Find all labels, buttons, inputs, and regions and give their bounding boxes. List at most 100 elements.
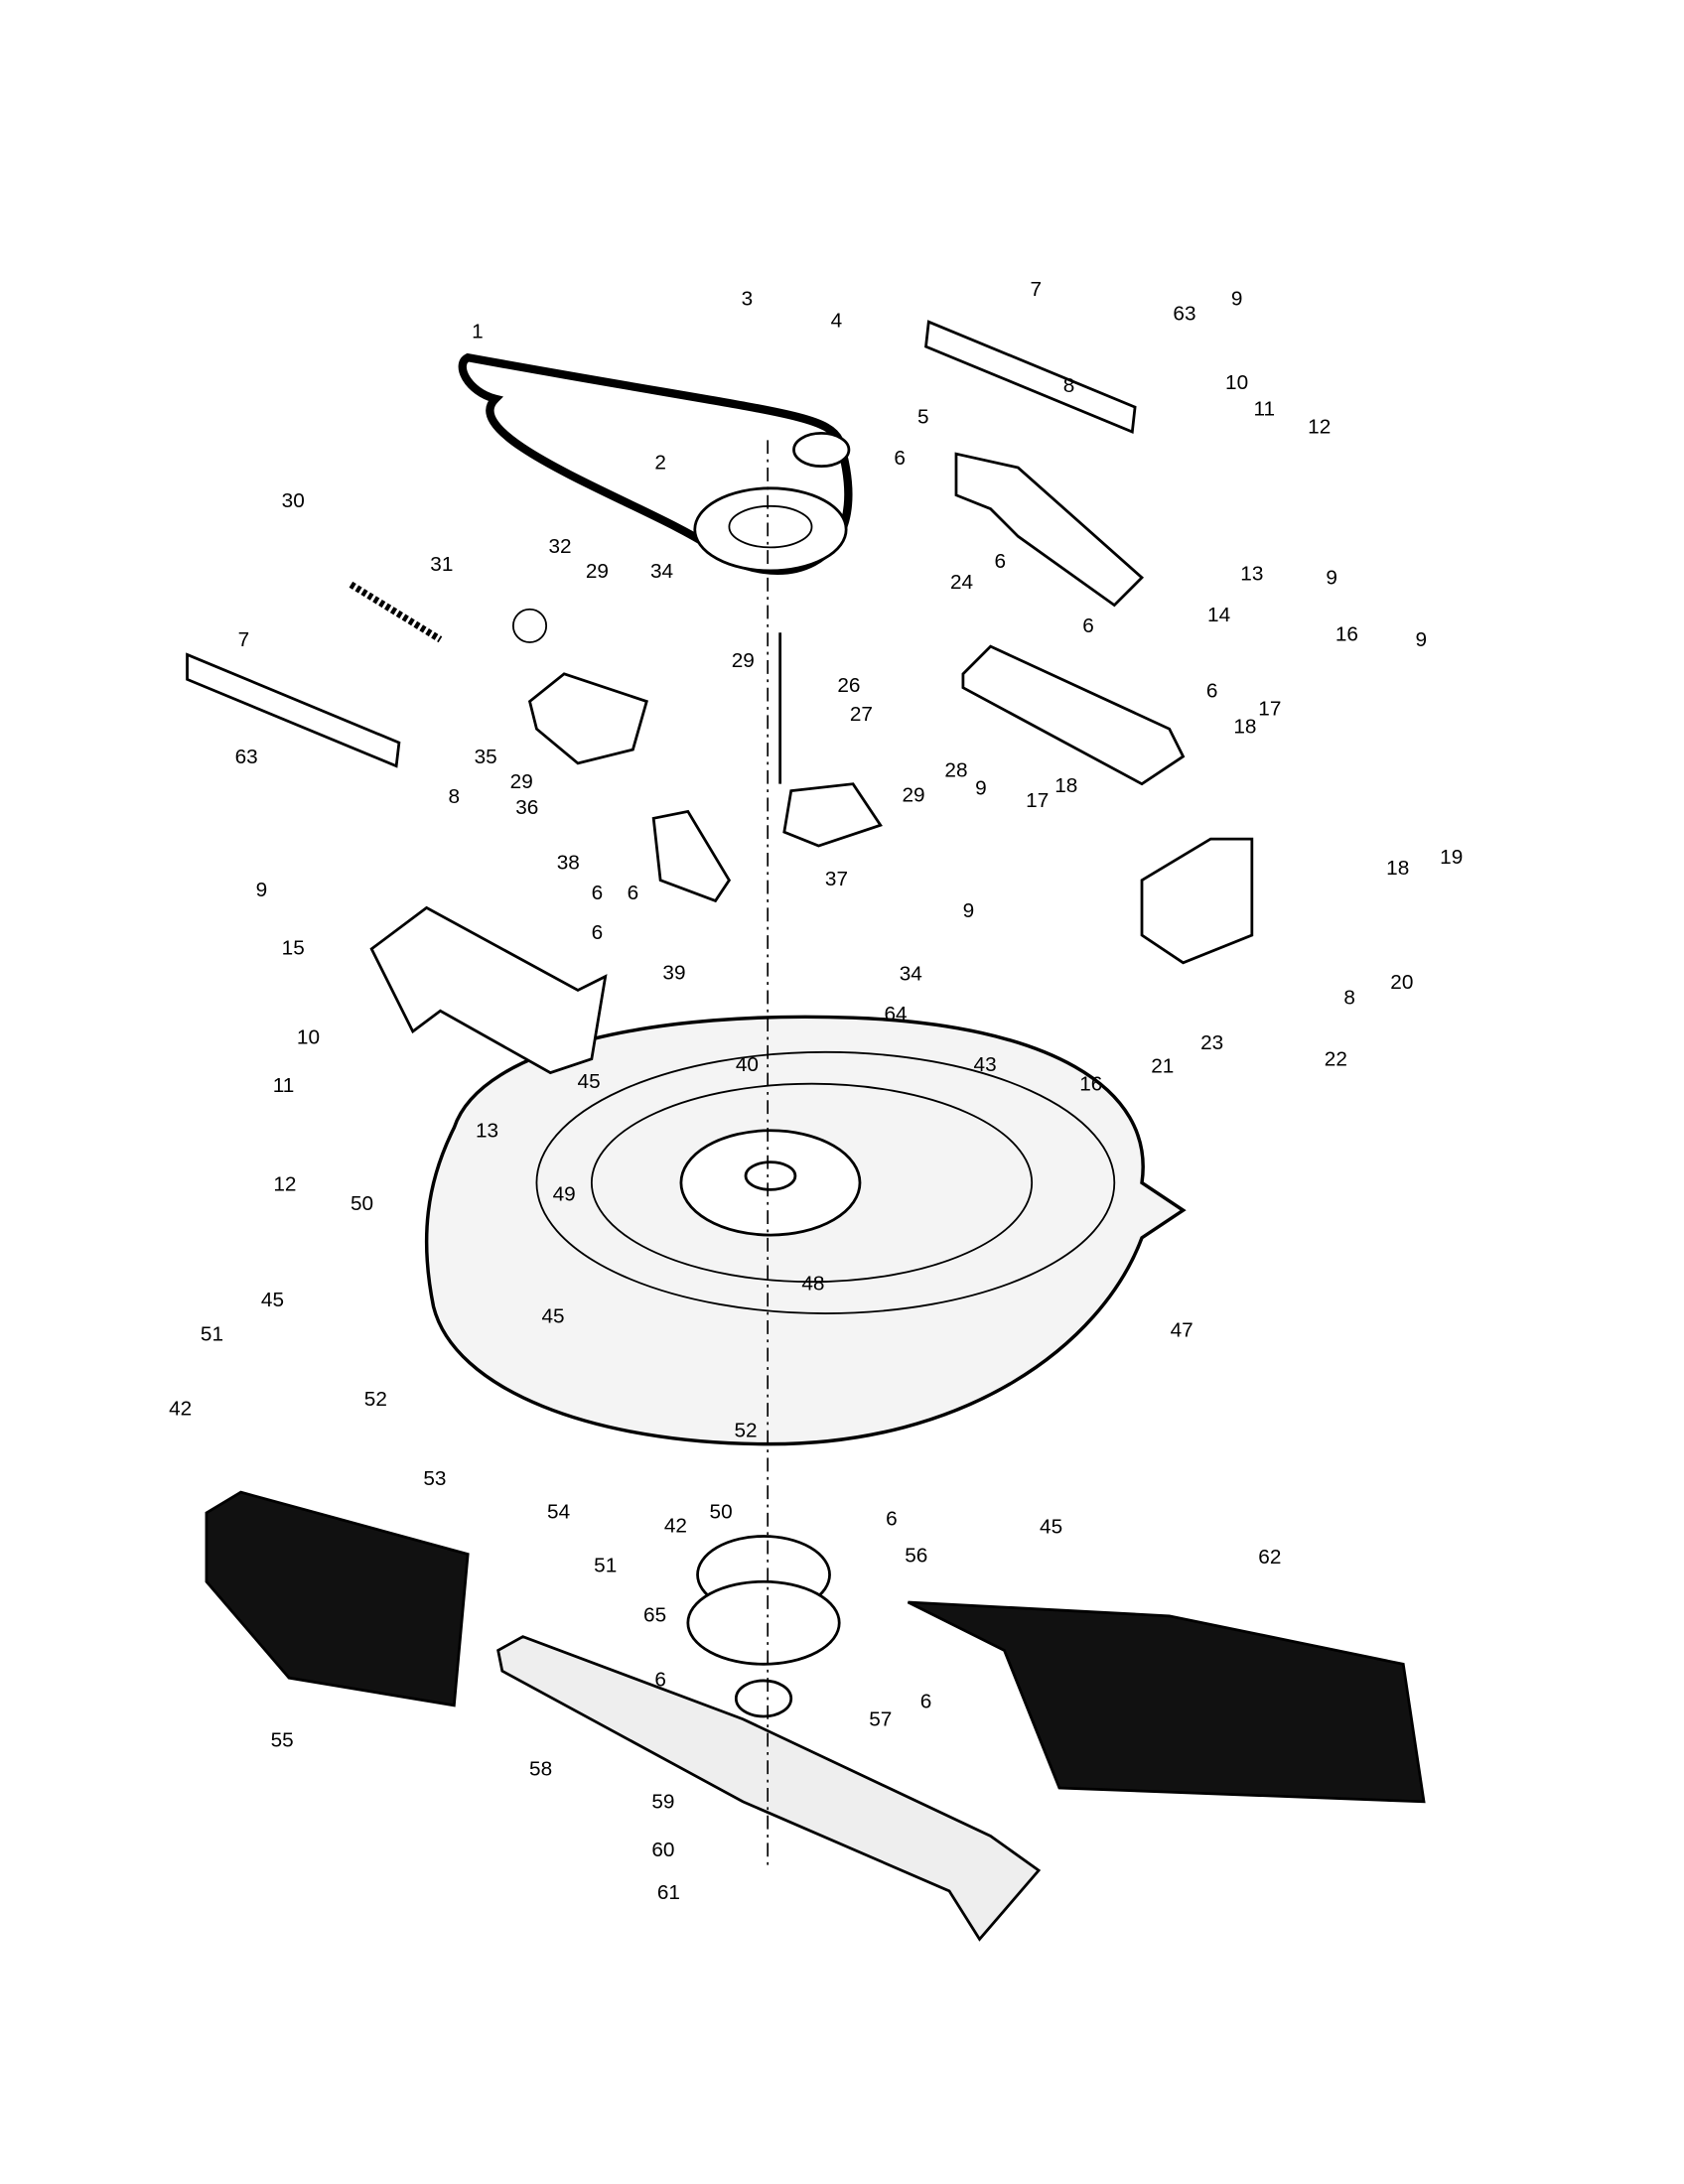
callout-32: 32	[548, 535, 571, 558]
callout-7: 7	[238, 628, 250, 651]
callout-42: 42	[664, 1514, 687, 1537]
callout-9: 9	[1415, 628, 1427, 651]
callout-10: 10	[1225, 371, 1248, 394]
callout-64: 64	[884, 1003, 907, 1025]
pulley-center	[728, 504, 813, 549]
callout-6: 6	[995, 550, 1007, 573]
bracket-35	[527, 672, 648, 765]
callout-50: 50	[710, 1500, 733, 1523]
hanger-bar-right	[924, 320, 1137, 434]
callout-27: 27	[850, 703, 873, 726]
callout-21: 21	[1151, 1055, 1174, 1078]
callout-9: 9	[256, 879, 268, 901]
callout-43: 43	[974, 1053, 997, 1076]
callout-59: 59	[651, 1791, 674, 1814]
callout-53: 53	[423, 1467, 446, 1490]
callout-28: 28	[944, 759, 967, 782]
callout-23: 23	[1200, 1031, 1223, 1054]
callout-55: 55	[271, 1728, 294, 1751]
callout-60: 60	[651, 1839, 674, 1861]
idler-pulley	[792, 432, 851, 469]
callout-29: 29	[902, 784, 924, 807]
callout-10: 10	[297, 1025, 320, 1048]
pulley	[693, 486, 848, 573]
callout-9: 9	[1231, 287, 1243, 310]
callout-36: 36	[515, 796, 538, 819]
callout-11: 11	[273, 1074, 295, 1097]
callout-13: 13	[476, 1120, 498, 1143]
callout-39: 39	[662, 961, 685, 984]
callout-4: 4	[831, 310, 843, 333]
deck-inner-ring	[535, 1050, 1116, 1314]
callout-6: 6	[592, 882, 604, 904]
deck-inner-ring-2	[590, 1082, 1034, 1284]
callout-18: 18	[1054, 774, 1077, 797]
callout-35: 35	[475, 746, 497, 768]
callout-52: 52	[734, 1420, 757, 1442]
callout-29: 29	[510, 770, 533, 793]
callout-24: 24	[950, 571, 973, 594]
callout-16: 16	[1079, 1073, 1102, 1096]
torsion-spring	[511, 608, 548, 643]
callout-38: 38	[557, 852, 580, 875]
callout-6: 6	[886, 1507, 898, 1530]
callout-34: 34	[900, 963, 922, 986]
callout-26: 26	[837, 674, 860, 697]
drive-belt	[458, 352, 853, 575]
parts-drawing	[186, 320, 1426, 1942]
callout-16: 16	[1335, 623, 1358, 646]
bracket-38	[651, 809, 732, 903]
callout-7: 7	[1031, 278, 1043, 301]
callout-51: 51	[201, 1323, 223, 1346]
callout-20: 20	[1390, 971, 1413, 994]
callout-45: 45	[578, 1070, 601, 1093]
callout-6: 6	[1206, 679, 1218, 702]
callout-14: 14	[1207, 604, 1230, 626]
callout-1: 1	[472, 321, 484, 343]
bracket-37	[782, 782, 883, 848]
blade-adapter-base	[686, 1579, 841, 1666]
callout-8: 8	[1343, 986, 1355, 1009]
callout-52: 52	[364, 1388, 387, 1411]
callout-40: 40	[736, 1053, 759, 1076]
callout-12: 12	[1308, 415, 1331, 438]
callout-49: 49	[553, 1182, 576, 1205]
callout-11: 11	[1254, 397, 1276, 420]
callout-6: 6	[628, 882, 639, 904]
callout-62: 62	[1258, 1546, 1281, 1569]
callout-61: 61	[657, 1881, 680, 1904]
hanger-bar-left	[186, 652, 401, 768]
callout-6: 6	[592, 921, 604, 944]
callout-65: 65	[643, 1603, 666, 1626]
callout-57: 57	[869, 1708, 892, 1731]
callout-9: 9	[975, 777, 987, 800]
callout-6: 6	[894, 447, 906, 470]
callout-9: 9	[1326, 567, 1337, 590]
callout-6: 6	[1082, 614, 1094, 637]
callout-37: 37	[825, 868, 848, 890]
callout-54: 54	[547, 1500, 570, 1523]
spring	[349, 581, 443, 643]
callout-42: 42	[169, 1398, 192, 1421]
callout-12: 12	[273, 1173, 296, 1196]
callout-8: 8	[1063, 374, 1075, 397]
callout-9: 9	[963, 899, 975, 922]
callout-63: 63	[1173, 303, 1195, 326]
callout-22: 22	[1325, 1048, 1347, 1071]
deflector-62	[907, 1600, 1426, 1804]
callout-6: 6	[920, 1691, 932, 1713]
bracket-23	[1140, 837, 1254, 965]
bracket-24	[961, 644, 1186, 786]
callout-45: 45	[1040, 1516, 1062, 1539]
callout-18: 18	[1386, 857, 1409, 880]
callout-45: 45	[542, 1305, 565, 1328]
callout-30: 30	[282, 489, 305, 512]
callout-15: 15	[282, 936, 305, 959]
callout-63: 63	[235, 746, 258, 768]
callout-5: 5	[917, 406, 929, 429]
callout-8: 8	[449, 785, 461, 808]
callout-58: 58	[529, 1757, 552, 1780]
callout-47: 47	[1171, 1319, 1193, 1342]
callout-18: 18	[1233, 715, 1256, 738]
